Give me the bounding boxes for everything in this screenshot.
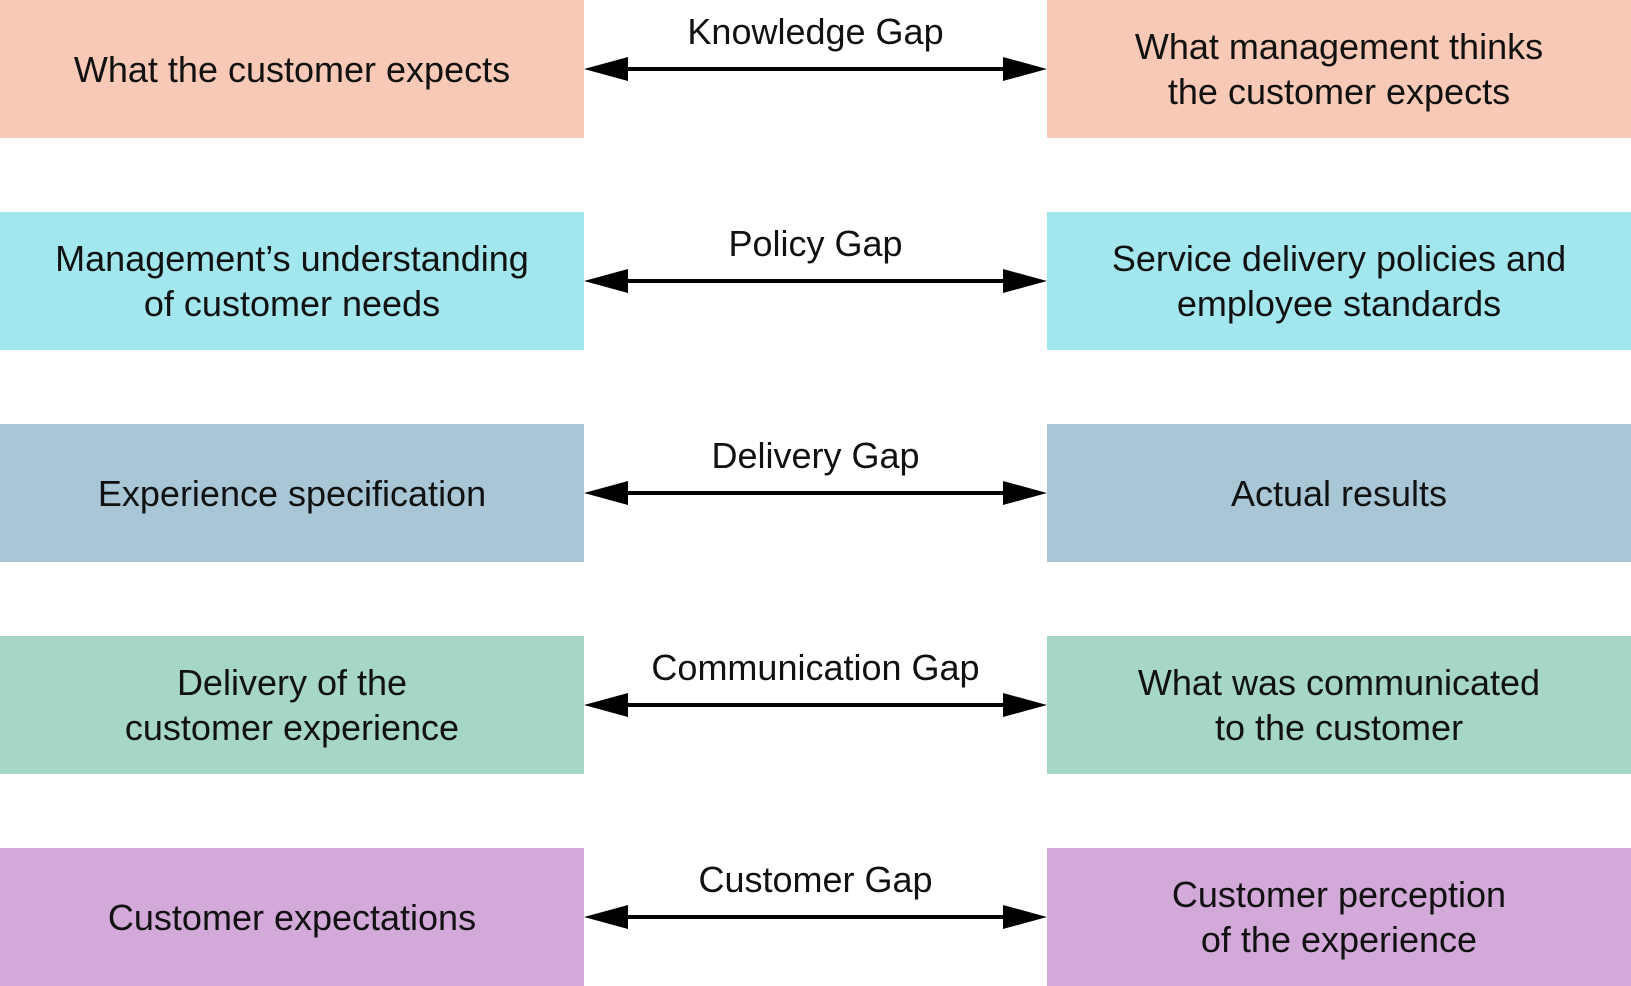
left-box: Customer expectations [0, 848, 584, 986]
gap-label: Customer Gap [698, 859, 933, 900]
right-box: Actual results [1047, 424, 1631, 562]
gap-row-communication: Delivery of the customer experience Comm… [0, 636, 1631, 774]
left-box-text: Experience specification [97, 472, 487, 514]
double-arrow-icon [584, 57, 1047, 81]
right-box-text: Actual results [1230, 472, 1448, 514]
gap-label: Communication Gap [651, 647, 980, 688]
right-box: What management thinks the customer expe… [1047, 0, 1631, 138]
left-box: Experience specification [0, 424, 584, 562]
left-box-text: Delivery of the customer experience [124, 662, 460, 748]
gap-row-policy: Management’s understanding of customer n… [0, 212, 1631, 350]
right-box: What was communicated to the customer [1047, 636, 1631, 774]
double-arrow-icon [584, 905, 1047, 929]
right-box-text: What management thinks the customer expe… [1134, 26, 1544, 112]
left-box-text: Management’s understanding of customer n… [55, 238, 529, 324]
right-box-text: Customer perception of the experience [1171, 874, 1507, 960]
gap-label: Delivery Gap [711, 435, 920, 476]
gap-label: Knowledge Gap [687, 11, 944, 52]
gap-row-customer: Customer expectations Customer Gap Custo… [0, 848, 1631, 986]
left-box-text: What the customer expects [73, 48, 511, 90]
right-box-text: What was communicated to the customer [1137, 662, 1541, 748]
double-arrow-icon [584, 693, 1047, 717]
left-box: What the customer expects [0, 0, 584, 138]
double-arrow-icon [584, 269, 1047, 293]
left-box-text: Customer expectations [107, 896, 477, 938]
left-box: Delivery of the customer experience [0, 636, 584, 774]
right-box-text: Service delivery policies and employee s… [1111, 238, 1567, 324]
gap-row-knowledge: What the customer expects Knowledge Gap … [0, 0, 1631, 138]
gap-label: Policy Gap [728, 223, 903, 264]
left-box: Management’s understanding of customer n… [0, 212, 584, 350]
double-arrow-icon [584, 481, 1047, 505]
right-box: Customer perception of the experience [1047, 848, 1631, 986]
gap-row-delivery: Experience specification Delivery Gap Ac… [0, 424, 1631, 562]
right-box: Service delivery policies and employee s… [1047, 212, 1631, 350]
